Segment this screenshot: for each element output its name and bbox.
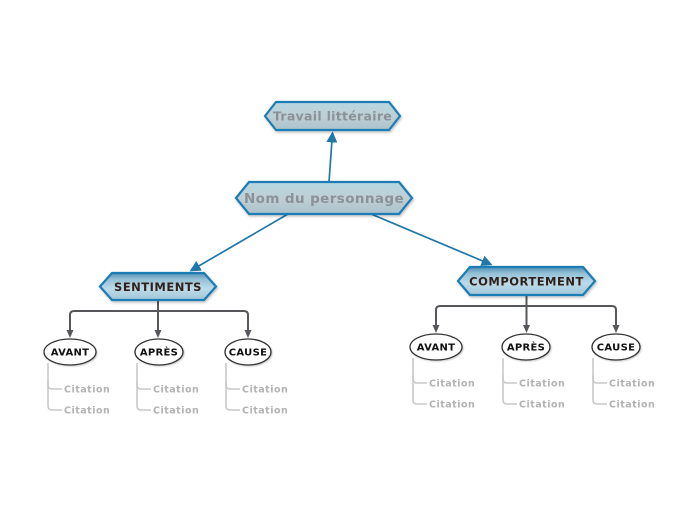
citation-item[interactable]: Citation (429, 379, 475, 390)
citation-item[interactable]: Citation (64, 385, 110, 396)
node-root-label: Travail littéraire (273, 109, 392, 124)
citation-item[interactable]: Citation (242, 406, 288, 417)
node-sentiments[interactable]: SENTIMENTS (98, 271, 218, 302)
citation-item[interactable]: Citation (609, 379, 655, 390)
node-main-topic-label: Nom du personnage (244, 191, 404, 207)
citation-item[interactable]: Citation (519, 379, 565, 390)
citation-item[interactable]: Citation (153, 406, 199, 417)
tree-connector-comportement (432, 295, 620, 333)
ellipse-label: APRÈS (140, 346, 178, 359)
ellipse-node-comportement-apres[interactable]: APRÈS (501, 333, 551, 361)
citation-item[interactable]: Citation (242, 385, 288, 396)
node-comportement-label: COMPORTEMENT (469, 275, 584, 289)
ellipse-label: APRÈS (507, 341, 545, 354)
citation-item[interactable]: Citation (64, 406, 110, 417)
link-main-to-root (326, 131, 338, 183)
citations-sentiments-cause: Citation Citation (225, 363, 288, 417)
link-lines (189, 131, 493, 272)
ellipse-node-comportement-cause[interactable]: CAUSE (591, 333, 641, 361)
ellipse-label: CAUSE (597, 343, 635, 354)
ellipse-label: CAUSE (229, 348, 267, 359)
citation-item[interactable]: Citation (153, 385, 199, 396)
citation-item[interactable]: Citation (609, 400, 655, 411)
citations-comportement-cause: Citation Citation (592, 358, 655, 411)
ellipse-label: AVANT (417, 343, 456, 354)
citations-comportement-avant: Citation Citation (412, 358, 475, 411)
ellipse-node-sentiments-avant[interactable]: AVANT (43, 338, 97, 366)
link-main-to-sentiments (189, 213, 289, 272)
ellipse-label: AVANT (51, 348, 90, 359)
tree-connector-sentiments (66, 300, 252, 338)
node-root[interactable]: Travail littéraire (263, 100, 402, 132)
citations-sentiments-avant: Citation Citation (47, 363, 110, 417)
ellipse-node-sentiments-apres[interactable]: APRÈS (134, 338, 184, 366)
node-sentiments-label: SENTIMENTS (114, 280, 202, 294)
citation-item[interactable]: Citation (429, 400, 475, 411)
ellipse-node-comportement-avant[interactable]: AVANT (409, 333, 463, 361)
ellipse-node-sentiments-cause[interactable]: CAUSE (224, 338, 272, 366)
link-main-to-comportement (370, 213, 493, 266)
node-main-topic[interactable]: Nom du personnage (234, 180, 414, 216)
citations-sentiments-apres: Citation Citation (136, 363, 199, 417)
citation-item[interactable]: Citation (519, 400, 565, 411)
citations-comportement-apres: Citation Citation (502, 358, 565, 411)
node-comportement[interactable]: COMPORTEMENT (456, 265, 597, 297)
